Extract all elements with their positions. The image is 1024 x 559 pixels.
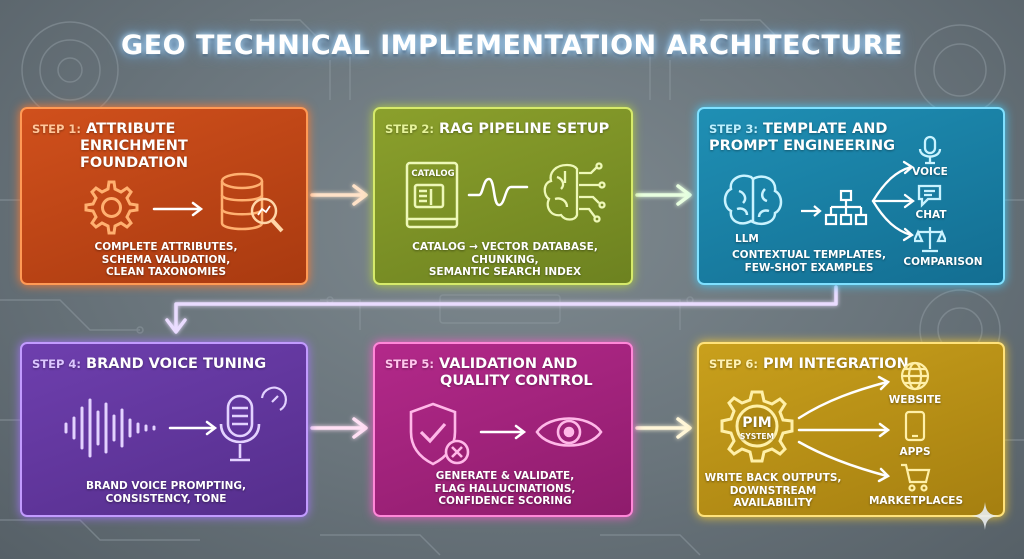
microphone-icon [917,135,943,165]
step-1-desc-line-3: CLEAN TAXONOMIES [105,266,227,278]
flowchart-icon [799,189,869,233]
step-5-description: GENERATE & VALIDATE, FLAG HALLUCINATIONS… [375,470,631,508]
step-2-label: STEP 2: [385,122,435,136]
arrow-right-icon [168,420,218,436]
step-4-desc-line-1: BRAND VOICE PROMPTING, [86,480,246,492]
step-2-desc-line-2: CHUNKING, [471,253,539,266]
arrow-right-icon [479,424,527,440]
step-6-card: STEP 6: PIM INTEGRATION PIM SYSTEM WEBSIT… [697,342,1005,517]
step-2-card: STEP 2: RAG PIPELINE SETUP CATALOG CATALO… [373,107,633,285]
step-2-heading-line-1: RAG PIPELINE SETUP [439,121,610,137]
step-5-desc-line-3: CONFIDENCE SCORING [438,495,572,507]
step-6-desc-line-1: WRITE BACK OUTPUTS, [704,472,842,484]
step-1-desc-line-2: SCHEMA VALIDATION, [101,253,231,266]
output-website-label: WEBSITE [888,394,942,406]
gear-icon [82,179,140,237]
arrow-right-icon [152,201,204,217]
pim-gear-icon [719,388,795,464]
output-comparison-label: COMPARISON [903,256,983,268]
step-6-description: WRITE BACK OUTPUTS, DOWNSTREAM AVAILABIL… [699,472,847,510]
globe-icon [899,360,931,392]
pim-system-label: SYSTEM [740,432,774,441]
step-4-heading-line-1: BRAND VOICE TUNING [86,356,267,372]
studio-microphone-icon [218,386,288,468]
catalog-book-icon [401,159,463,233]
step-3-heading-line-1: TEMPLATE AND [763,121,888,137]
step-6-heading-line-1: PIM INTEGRATION [763,356,909,372]
step-4-label: STEP 4: [32,357,82,371]
step-5-heading: STEP 5: VALIDATION AND QUALITY CONTROL [385,356,593,390]
step-3-desc-line-2: FEW-SHOT EXAMPLES [744,261,874,274]
step-1-heading-line-2: ENRICHMENT [80,138,188,154]
step-2-description: CATALOG → VECTOR DATABASE, CHUNKING, SEM… [375,241,631,279]
step-3-card: STEP 3: TEMPLATE AND PROMPT ENGINEERING L… [697,107,1005,285]
eye-icon [533,410,605,454]
step-3-heading: STEP 3: TEMPLATE AND PROMPT ENGINEERING [709,121,895,155]
arrow-step2-to-step3 [635,184,692,206]
neural-brain-icon [537,161,615,225]
step-1-heading-line-1: ATTRIBUTE [86,121,176,137]
step-1-label: STEP 1: [32,122,82,136]
pim-label: PIM [742,415,772,431]
step-1-description: COMPLETE ATTRIBUTES, SCHEMA VALIDATION, … [22,241,306,279]
step-4-description: BRAND VOICE PROMPTING, CONSISTENCY, TONE [22,480,306,505]
step-4-desc-line-2: CONSISTENCY, TONE [105,492,227,505]
step-4-heading: STEP 4: BRAND VOICE TUNING [32,356,266,373]
soundwave-icon [62,396,160,460]
step-6-desc-line-2: DOWNSTREAM [729,484,817,497]
branch-arrows [871,151,921,251]
arrow-step3-to-step4 [165,285,838,334]
output-apps-label: APPS [899,446,931,458]
sparkle-icon [969,500,1001,532]
step-1-heading: STEP 1: ATTRIBUTE ENRICHMENT FOUNDATION [32,121,188,172]
brain-icon [721,171,787,229]
chat-bubble-icon [916,183,946,209]
output-chat-label: CHAT [915,209,947,221]
shopping-cart-icon [899,462,931,492]
step-2-desc-line-1: CATALOG → VECTOR DATABASE, [412,241,598,253]
step-5-heading-line-1: VALIDATION AND [439,356,578,372]
step-6-heading: STEP 6: PIM INTEGRATION [709,356,909,373]
arrow-step4-to-step5 [310,417,368,439]
arrow-step5-to-step6 [635,417,692,439]
scales-icon [914,225,946,253]
step-2-desc-line-3: SEMANTIC SEARCH INDEX [428,266,582,278]
step-1-card: STEP 1: ATTRIBUTE ENRICHMENT FOUNDATION C… [20,107,308,285]
catalog-label: CATALOG [411,169,455,179]
step-3-label: STEP 3: [709,122,759,136]
step-5-desc-line-1: GENERATE & VALIDATE, [435,470,575,482]
step-3-heading-line-2: PROMPT ENGINEERING [709,138,895,154]
step-3-desc-line-1: CONTEXTUAL TEMPLATES, [731,249,887,261]
step-4-card: STEP 4: BRAND VOICE TUNING BRAND VOICE PR… [20,342,308,517]
step-3-description: CONTEXTUAL TEMPLATES, FEW-SHOT EXAMPLES [699,249,919,274]
smartphone-icon [904,410,926,442]
database-search-icon [218,171,290,239]
wave-connector-icon [467,173,529,213]
step-1-heading-line-3: FOUNDATION [80,155,189,171]
step-6-desc-line-3: AVAILABILITY [733,497,813,509]
step-2-heading: STEP 2: RAG PIPELINE SETUP [385,121,609,138]
step-5-heading-line-2: QUALITY CONTROL [440,373,593,389]
output-voice-label: VOICE [912,166,948,178]
output-marketplaces-label: MARKETPLACES [868,495,964,507]
shield-check-icon [405,400,475,468]
arrow-step1-to-step2 [310,184,368,206]
step-5-desc-line-2: FLAG HALLUCINATIONS, [434,482,576,495]
page-title: GEO TECHNICAL IMPLEMENTATION ARCHITECTUR… [121,30,903,61]
llm-label: LLM [735,233,759,245]
step-5-label: STEP 5: [385,357,435,371]
step-5-card: STEP 5: VALIDATION AND QUALITY CONTROL GE… [373,342,633,517]
step-6-label: STEP 6: [709,357,759,371]
distribution-arrows [797,374,893,484]
step-1-desc-line-1: COMPLETE ATTRIBUTES, [94,241,238,253]
